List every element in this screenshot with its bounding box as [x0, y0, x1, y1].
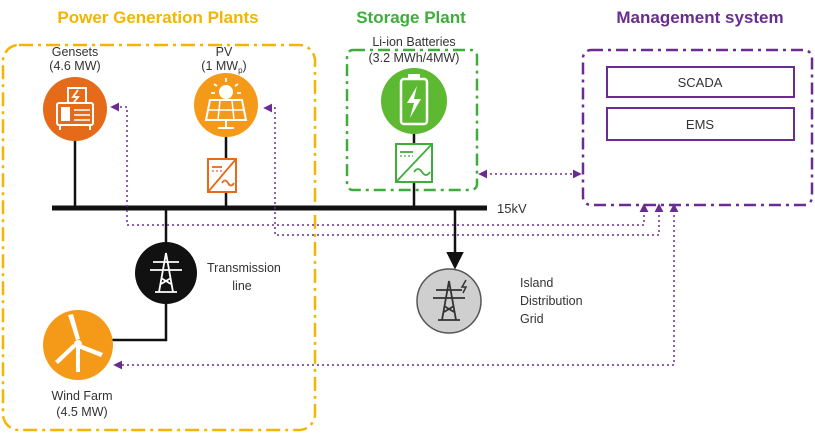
island-grid-line2: Distribution — [520, 294, 583, 308]
power-generation-boundary — [1, 43, 317, 432]
wind-farm-rating: (4.5 MW) — [56, 405, 107, 419]
batteries-rating: (3.2 MWh/4MW) — [369, 51, 460, 65]
scada-box — [606, 66, 795, 98]
pv-rating-main: (1 MW — [201, 59, 238, 73]
wind-to-transmission-line — [112, 303, 168, 342]
gensets-rating: (4.6 MW) — [49, 59, 100, 73]
battery-inverter-icon — [395, 143, 433, 183]
bus-label: 15kV — [497, 201, 527, 216]
wind-farm-name: Wind Farm — [51, 389, 112, 403]
transmission-label-line2: line — [232, 279, 252, 293]
power-generation-title: Power Generation Plants — [57, 8, 258, 27]
storage-plant-title: Storage Plant — [356, 8, 466, 27]
pv-inverter-icon — [207, 158, 237, 193]
battery-icon — [381, 68, 447, 134]
scada-label: SCADA — [678, 75, 723, 90]
transmission-tower-icon — [135, 242, 197, 304]
gensets-name: Gensets — [52, 45, 99, 59]
signal-pv — [263, 103, 664, 236]
pv-name: PV — [216, 45, 233, 59]
management-system-boundary — [581, 48, 814, 207]
ems-label: EMS — [686, 117, 715, 132]
management-system-title: Management system — [616, 8, 783, 27]
transmission-label-line1: Transmission — [207, 261, 281, 275]
pv-rating: (1 MWp) — [201, 59, 246, 75]
genset-icon — [43, 77, 107, 141]
distribution-grid-icon — [416, 268, 482, 334]
batteries-name: Li-ion Batteries — [372, 35, 455, 49]
island-grid-line1: Island — [520, 276, 553, 290]
pv-rating-sub: p — [238, 66, 243, 75]
pv-panel-icon — [194, 73, 258, 137]
pv-rating-end: ) — [243, 59, 247, 73]
signal-wind-farm — [113, 203, 679, 370]
island-grid-line3: Grid — [520, 312, 544, 326]
wind-turbine-icon — [43, 310, 113, 380]
